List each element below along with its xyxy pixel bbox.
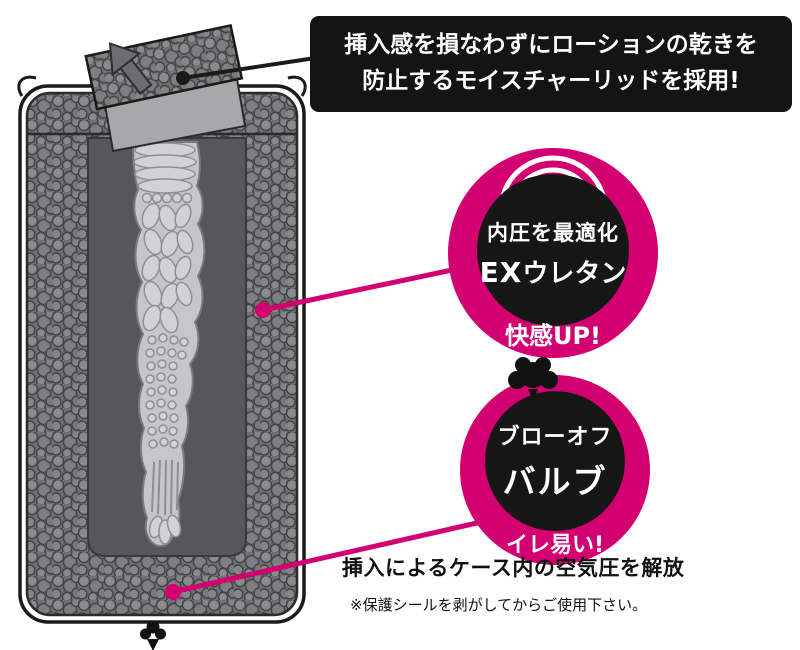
moisture-lid-callout-line1: 挿入感を損なわずにローションの乾きを <box>344 32 758 59</box>
moisture-lid-callout-line2: 防止するモイスチャーリッドを採用! <box>362 68 740 94</box>
valve-badge: ブローオフ バルブ イレ易い! <box>460 357 650 565</box>
air-puff-icon <box>508 357 558 401</box>
urethane-caption: 快感UP! <box>504 322 602 350</box>
lid-removal-arrow-icon <box>108 42 153 95</box>
valve-subtitle: バルブ <box>502 462 608 501</box>
urethane-badge-inner: 内圧を最適化 EXウレタン <box>477 174 629 326</box>
urethane-subtitle: EXウレタン <box>479 255 627 289</box>
urethane-title: 内圧を最適化 <box>487 220 619 245</box>
bottom-note-line1: 挿入によるケース内の空気圧を解放 <box>342 556 685 580</box>
bottom-note: 挿入によるケース内の空気圧を解放 ※保護シールを剥がしてからご使用下さい。 <box>342 552 794 615</box>
valve-title: ブローオフ <box>497 425 613 450</box>
blow-off-valve-icon <box>140 620 166 650</box>
bottom-note-line2: ※保護シールを剥がしてからご使用下さい。 <box>350 596 648 614</box>
case-illustration <box>17 23 307 650</box>
moisture-lid-callout: 挿入感を損なわずにローションの乾きを 防止するモイスチャーリッドを採用! <box>310 16 792 112</box>
moisture-lid <box>84 23 244 111</box>
urethane-badge: 内圧を最適化 EXウレタン 快感UP! <box>448 148 658 358</box>
case-hook-left <box>17 75 37 97</box>
inner-sleeve <box>131 141 206 547</box>
valve-badge-inner: ブローオフ バルブ <box>485 391 625 531</box>
valve-caption: イレ易い! <box>505 533 605 558</box>
